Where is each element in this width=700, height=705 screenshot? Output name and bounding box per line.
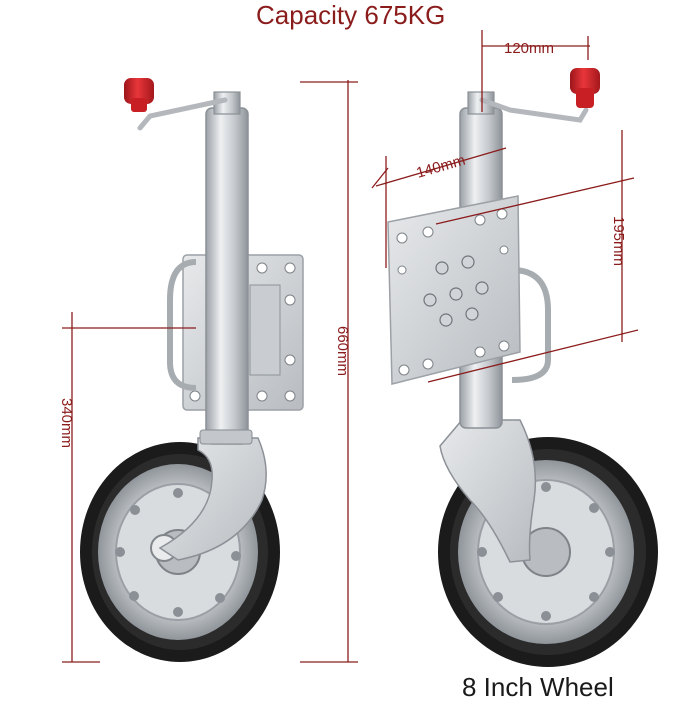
wheel-size-caption: 8 Inch Wheel (462, 672, 614, 702)
right-mounting-plate (387, 195, 521, 385)
dimension-lines (62, 30, 639, 663)
left-handle-knob (124, 78, 154, 112)
right-jockey-wheel (387, 68, 658, 667)
dim-plate-height: 195mm (610, 216, 627, 266)
left-jockey-wheel (80, 78, 304, 662)
capacity-title: Capacity 675KG (256, 0, 446, 30)
dim-overall-height: 660mm (334, 326, 351, 376)
dim-handle-offset: 120mm (504, 40, 554, 57)
dim-wheel-to-plate: 340mm (58, 398, 75, 448)
right-handle-knob (570, 68, 600, 108)
